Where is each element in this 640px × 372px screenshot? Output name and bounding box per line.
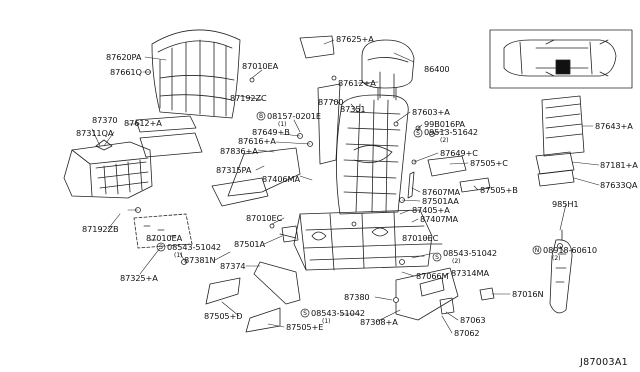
part-label-87649C: 87649+C: [440, 148, 478, 158]
part-label-87643A: 87643+A: [595, 121, 633, 131]
part-label-87181A: 87181+A: [600, 160, 638, 170]
svg-text:S: S: [303, 310, 307, 317]
part-label-87612A-mid: 87612+A: [338, 78, 376, 88]
part-label-87062: 87062: [454, 328, 480, 338]
right-heater-pads-drawing: [535, 95, 585, 187]
circled-symbols: [156, 111, 542, 318]
circled-symbol-letters: B S S S S N: [159, 113, 539, 317]
part-label-87010EC-right: 87010EC: [402, 233, 439, 243]
part-label-87649B: 87649+B: [252, 127, 290, 137]
part-label-87505E: 87505+E: [286, 322, 324, 332]
part-label-87501A-left: 87501A: [234, 239, 266, 249]
part-label-87314MA: 87314MA: [451, 268, 490, 278]
part-label-87607MA: 87607MA: [422, 187, 461, 197]
part-label-87501AA: 87501AA: [422, 196, 459, 206]
part-label-87505B: 87505+B: [480, 185, 518, 195]
part-label-985H1: 985H1: [552, 199, 579, 209]
diagram-reference-code: J87003A1: [580, 357, 628, 368]
part-label-87374: 87374: [220, 261, 246, 271]
leader-lines: [91, 39, 600, 334]
svg-text:B: B: [259, 113, 263, 120]
part-label-87616A: 87616+A: [238, 136, 276, 146]
seatback-cover-drawing: [151, 29, 241, 119]
part-label-87308A: 87308+A: [360, 317, 398, 327]
part-label-87625A: 87625+A: [336, 34, 374, 44]
part-label-86400: 86400: [424, 64, 450, 74]
part-label-87010EC-left: 87010EC: [246, 213, 283, 223]
part-label-87063: 87063: [460, 315, 486, 325]
svg-text:S: S: [435, 254, 439, 261]
part-label-87192ZC: 87192ZC: [230, 93, 267, 103]
part-label-87700: 87700: [318, 97, 344, 107]
part-label-87407MA: 87407MA: [420, 214, 459, 224]
seat-frame-drawing: [279, 71, 443, 271]
part-label-87505C: 87505+C: [470, 158, 508, 168]
part-label-87381N: 87381N: [184, 255, 216, 265]
fasteners-drawing: [135, 69, 563, 303]
part-label-08543-left: 08543-51042: [167, 242, 221, 252]
svg-text:N: N: [535, 247, 540, 254]
part-label-87010EA-low: 87010EA: [146, 233, 183, 243]
seat-cushion-drawing: [63, 139, 153, 199]
part-qty-08543-right: (2): [452, 258, 461, 265]
part-label-87505D: 87505+D: [204, 311, 243, 321]
part-qty-08918: (2): [552, 255, 561, 262]
part-label-87836A: 87836+A: [220, 146, 258, 156]
part-label-87603A: 87603+A: [412, 107, 450, 117]
switch-parts-drawing: [395, 155, 495, 321]
heater-pads-drawing: [133, 115, 203, 249]
airbag-module-drawing: [549, 229, 573, 314]
part-label-87351: 87351: [340, 104, 366, 114]
part-qty-09513: (2): [440, 137, 449, 144]
svg-text:S: S: [416, 130, 420, 137]
part-label-87380: 87380: [344, 292, 370, 302]
part-label-87370: 87370: [92, 115, 118, 125]
part-label-99B016PA: 99B016PA: [424, 119, 465, 129]
part-label-87066M: 87066M: [416, 271, 449, 281]
part-label-87661Q: 87661Q: [110, 67, 142, 77]
part-label-87315PA: 87315PA: [216, 165, 252, 175]
part-label-87406MA: 87406MA: [262, 174, 301, 184]
part-qty-08543-bottom: (1): [322, 318, 331, 325]
part-label-87016N: 87016N: [512, 289, 544, 299]
part-label-87311QA: 87311QA: [76, 128, 114, 138]
part-label-08543-right: 08543-51042: [443, 248, 497, 258]
part-label-87633QA: 87633QA: [600, 180, 638, 190]
vehicle-inset-drawing: [489, 29, 633, 89]
part-label-08157: 08157-0201E: [267, 111, 321, 121]
part-label-87192ZB: 87192ZB: [82, 224, 119, 234]
part-label-87612A-left: 87612+A: [124, 118, 162, 128]
part-label-08918: 08918-60610: [543, 245, 597, 255]
headrest-drawing: [361, 39, 415, 101]
part-label-87325A: 87325+A: [120, 273, 158, 283]
part-label-87010EA-top: 87010EA: [242, 61, 279, 71]
side-trim-drawing: [205, 35, 341, 333]
part-qty-08543-left: (1): [174, 252, 183, 259]
part-label-09513: 09513-51642: [424, 127, 478, 137]
part-label-87620PA: 87620PA: [106, 52, 142, 62]
part-qty-08157: (1): [278, 121, 287, 128]
part-label-87405A: 87405+A: [412, 205, 450, 215]
part-label-08543-bottom: 08543-51042: [311, 308, 365, 318]
svg-text:S: S: [159, 244, 163, 251]
